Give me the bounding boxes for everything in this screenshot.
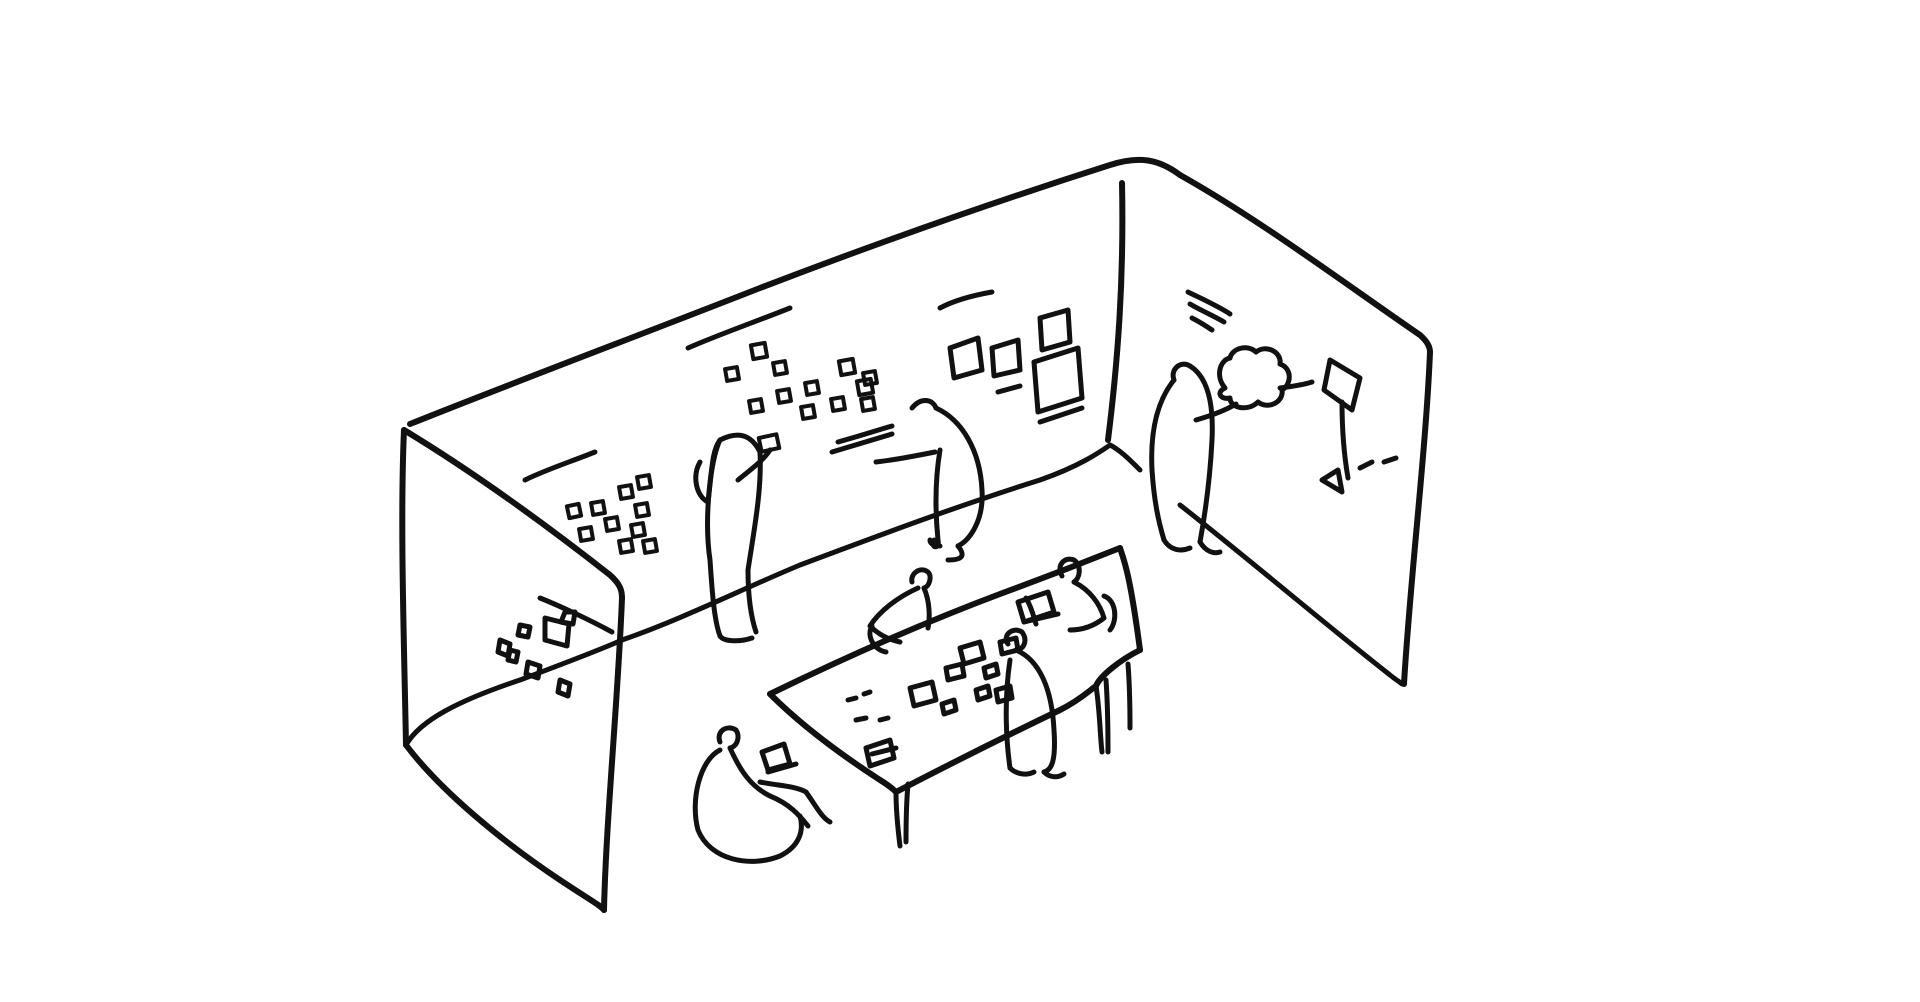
person-icon bbox=[867, 567, 933, 655]
tree-drawing-icon bbox=[1217, 345, 1315, 411]
right-wall-notes bbox=[1185, 289, 1233, 333]
laptop-icon bbox=[1015, 589, 1061, 625]
whiteboard-frames bbox=[829, 307, 1085, 455]
back-wall-heading-lines bbox=[522, 289, 995, 483]
person-icon bbox=[1149, 361, 1239, 556]
flip-chart-icon bbox=[1319, 357, 1399, 495]
sticky-note-cluster-center bbox=[723, 340, 879, 421]
bean-bag-icon bbox=[692, 747, 804, 864]
person-icon bbox=[873, 398, 985, 563]
room-walls-icon bbox=[399, 156, 1433, 913]
person-icon bbox=[1003, 627, 1067, 780]
left-wall-notes bbox=[495, 595, 615, 699]
person-icon bbox=[716, 725, 833, 829]
table-model-blocks bbox=[845, 635, 1021, 769]
sticky-note-cluster-left bbox=[564, 473, 659, 555]
laptop-icon bbox=[759, 741, 799, 775]
person-icon bbox=[693, 432, 782, 644]
table-icon bbox=[767, 545, 1143, 849]
